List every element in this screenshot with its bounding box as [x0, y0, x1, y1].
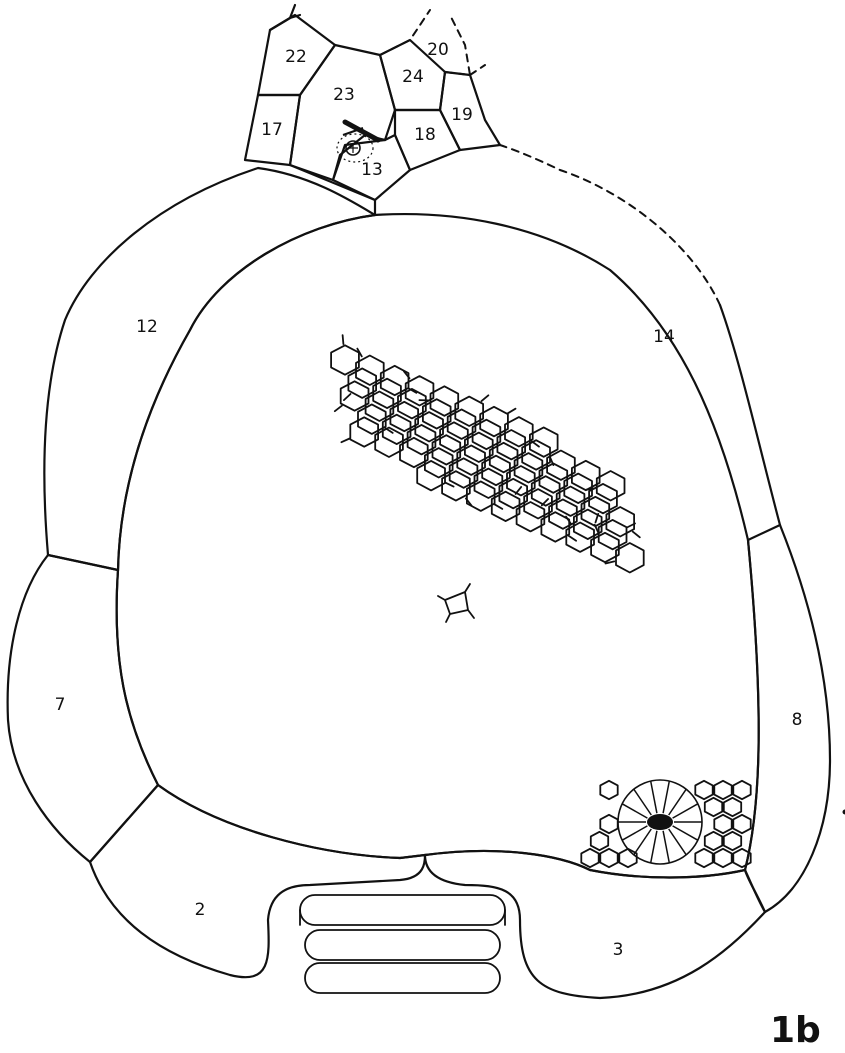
plate-14-outline: [117, 214, 759, 877]
reticulum-cell: [705, 832, 722, 850]
reticulum-cell: [714, 815, 731, 833]
small-polygon-mark: [438, 584, 474, 622]
plate-8-outline: [745, 525, 830, 912]
label-plate-3: 3: [613, 940, 624, 960]
reticulum-spur: [446, 483, 454, 487]
label-plate-24: 24: [402, 67, 424, 87]
reticulum-cell: [724, 832, 741, 850]
reticulum-spur: [495, 504, 503, 509]
rosette-ray: [622, 826, 647, 840]
reticulum-cell: [331, 345, 359, 374]
large-pore-rosette: [618, 780, 702, 864]
reticulum-cell: [616, 543, 644, 573]
reticulum-cell: [714, 781, 731, 799]
girdle-bands: [300, 895, 505, 993]
label-plate-23: 23: [333, 85, 355, 105]
plate-12-outline: [44, 168, 375, 570]
band-3: [305, 963, 500, 993]
reticulum-cell: [619, 849, 636, 867]
label-plate-7: 7: [55, 695, 66, 715]
reticulum-spur: [341, 439, 349, 443]
label-plate-13: 13: [361, 160, 383, 180]
plate-2-outline: [90, 785, 425, 977]
label-plate-22: 22: [285, 47, 307, 67]
reticulum-spur: [335, 406, 342, 412]
rosette-ray: [663, 781, 669, 813]
reticulum-cell: [695, 781, 712, 799]
reticulum-cell: [581, 849, 598, 867]
band-2: [305, 930, 500, 960]
reticulate-ornament-upper: [331, 335, 644, 572]
reticulum-spur: [482, 395, 489, 401]
reticulum-spur: [516, 487, 522, 494]
reticulum-cell: [733, 781, 750, 799]
reticulum-cell: [600, 849, 617, 867]
reticulum-cell: [705, 798, 722, 816]
rosette-ray: [651, 781, 657, 813]
label-plate-12: 12: [136, 317, 158, 337]
label-plate-19: 19: [451, 105, 473, 125]
label-plate-14: 14: [653, 327, 675, 347]
reticulum-spur: [343, 335, 344, 344]
label-plate-17: 17: [261, 120, 283, 140]
reticulum-cell: [714, 849, 731, 867]
plate-7-outline: [8, 555, 158, 862]
reticulum-spur: [569, 536, 577, 541]
label-plate-8: 8: [792, 710, 803, 730]
band-1: [300, 895, 505, 925]
plate-14-dashed-edge: [500, 145, 720, 305]
rosette-ray: [673, 826, 698, 840]
rosette-ray: [673, 804, 698, 818]
plate-14-right-edge: [720, 305, 780, 525]
rosette-ray: [663, 831, 669, 863]
reticulum-cell: [695, 849, 712, 867]
rosette-ray: [651, 831, 657, 863]
reticulum-spur: [633, 532, 640, 538]
label-plate-18: 18: [414, 125, 436, 145]
apical-top-stub: [270, 5, 300, 30]
reticulum-cell: [724, 798, 741, 816]
rosette-ray: [622, 804, 647, 818]
label-plate-20: 20: [427, 40, 449, 60]
figure-label: 1b: [770, 1010, 821, 1051]
reticulum-spur: [344, 394, 351, 400]
reticulum-cell: [591, 832, 608, 850]
reticulum-cell: [600, 781, 617, 799]
reticulum-spur: [508, 409, 516, 414]
reticulum-cell: [600, 815, 617, 833]
label-plate-2: 2: [195, 900, 206, 920]
reticulum-cell: [733, 815, 750, 833]
